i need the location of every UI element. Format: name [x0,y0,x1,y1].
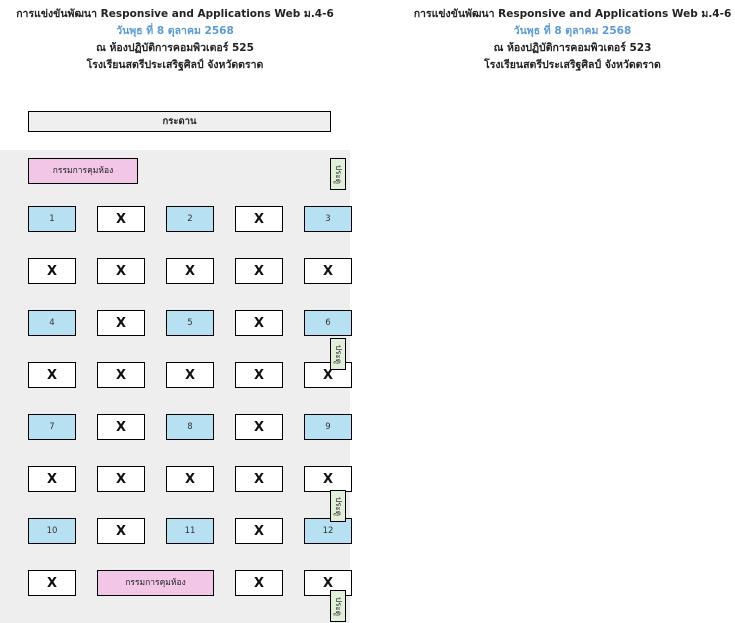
school-name-2: โรงเรียนสตรีประเสริฐศิลป์ จังหวัดตราด [484,59,661,71]
seat-1[interactable]: 1 [28,206,76,232]
page-title: การแข่งขันพัฒนา Responsive and Applicati… [16,8,334,20]
seat-11[interactable]: 11 [166,518,214,544]
door-marker: ประตู [330,490,346,522]
seat-blocked[interactable]: X [235,518,283,544]
seat-blocked[interactable]: X [166,258,214,284]
seat-7[interactable]: 7 [28,414,76,440]
door-marker: ประตู [330,590,346,622]
seat-blocked[interactable]: X [28,570,76,596]
seat-4[interactable]: 4 [28,310,76,336]
seat-8[interactable]: 8 [166,414,214,440]
door-marker: ประตู [330,158,346,190]
seat-blocked[interactable]: X [304,466,352,492]
room-location: ณ ห้องปฏิบัติการคอมพิวเตอร์ 525 [96,42,254,54]
event-date-2: วันพุธ ที่ 8 ตุลาคม 2568 [513,25,632,37]
seat-blocked[interactable]: X [235,206,283,232]
whiteboard-525: กระดาน [28,111,331,132]
event-date: วันพุธ ที่ 8 ตุลาคม 2568 [116,25,234,37]
door-label: ประตู [333,596,343,616]
seat-blocked[interactable]: X [97,310,145,336]
page-title-2: การแข่งขันพัฒนา Responsive and Applicati… [413,8,732,20]
seat-2[interactable]: 2 [166,206,214,232]
door-label: ประตู [333,496,343,516]
seat-10[interactable]: 10 [28,518,76,544]
heading-523: การแข่งขันพัฒนา Responsive and Applicati… [410,0,735,74]
seat-blocked[interactable]: X [235,414,283,440]
seat-blocked[interactable]: X [97,206,145,232]
school-name: โรงเรียนสตรีประเสริฐศิลป์ จังหวัดตราด [86,59,264,71]
room-panel-523: การแข่งขันพัฒนา Responsive and Applicati… [410,0,735,623]
seat-6[interactable]: 6 [304,310,352,336]
room-panel-525: การแข่งขันพัฒนา Responsive and Applicati… [0,0,352,623]
seat-3[interactable]: 3 [304,206,352,232]
seat-12[interactable]: 12 [304,518,352,544]
seat-9[interactable]: 9 [304,414,352,440]
door-marker: ประตู [330,338,346,370]
seat-blocked[interactable]: X [304,258,352,284]
committee-box-top[interactable]: กรรมการคุมห้อง [28,158,138,184]
seat-blocked[interactable]: X [97,466,145,492]
committee-box-bottom[interactable]: กรรมการคุมห้อง [97,570,214,596]
heading-525: การแข่งขันพัฒนา Responsive and Applicati… [0,0,350,74]
seat-blocked[interactable]: X [166,362,214,388]
seat-blocked[interactable]: X [235,310,283,336]
door-label: ประตู [333,344,343,364]
seat-blocked[interactable]: X [97,518,145,544]
seat-blocked[interactable]: X [235,466,283,492]
seat-blocked[interactable]: X [28,466,76,492]
seat-blocked[interactable]: X [235,362,283,388]
seat-blocked[interactable]: X [97,414,145,440]
seat-blocked[interactable]: X [235,570,283,596]
seat-blocked[interactable]: X [235,258,283,284]
seat-blocked[interactable]: X [97,362,145,388]
seat-blocked[interactable]: X [97,258,145,284]
seat-blocked[interactable]: X [166,466,214,492]
seat-blocked[interactable]: X [28,362,76,388]
room-location-2: ณ ห้องปฏิบัติการคอมพิวเตอร์ 523 [493,42,652,54]
seat-blocked[interactable]: X [28,258,76,284]
door-label: ประตู [333,164,343,184]
seat-5[interactable]: 5 [166,310,214,336]
